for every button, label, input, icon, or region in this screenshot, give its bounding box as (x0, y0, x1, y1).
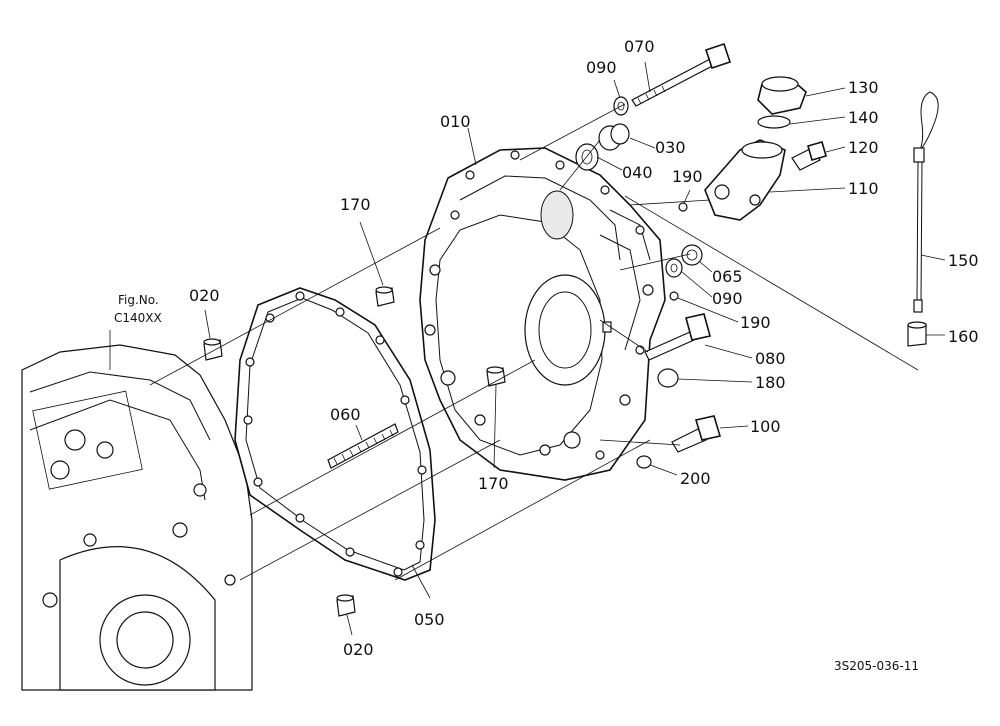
label-065: 065 (712, 267, 743, 286)
plug-030 (598, 123, 630, 151)
o-ring-140 (757, 115, 791, 129)
label-040: 040 (622, 163, 653, 182)
dowel-pin-020-upper (203, 338, 223, 361)
bolt-100 (671, 415, 722, 453)
label-170-left: 170 (340, 195, 371, 214)
filler-elbow-110 (704, 139, 786, 221)
label-190-lower: 190 (740, 313, 771, 332)
label-190-upper: 190 (672, 167, 703, 186)
drawing-code: 3S205-036-11 (834, 659, 919, 673)
bolt-200 (636, 455, 652, 469)
assembly-lines (149, 103, 919, 581)
label-090-upper: 090 (586, 58, 617, 77)
label-140: 140 (848, 108, 879, 127)
oil-cap-130 (757, 76, 807, 115)
label-020-upper: 020 (189, 286, 220, 305)
label-010: 010 (440, 112, 471, 131)
label-170-center: 170 (478, 474, 509, 493)
leader-lines (109, 61, 946, 636)
label-090-lower: 090 (712, 289, 743, 308)
dipstick-tube-160 (907, 321, 927, 347)
part-labels: 010 020 020 030 040 050 060 065 070 080 … (114, 37, 979, 673)
plug-120 (791, 141, 827, 171)
housing-010 (419, 147, 666, 481)
label-060: 060 (330, 405, 361, 424)
washer-090-lower (665, 258, 683, 278)
plug-180 (657, 368, 679, 388)
label-070: 070 (624, 37, 655, 56)
label-080: 080 (755, 349, 786, 368)
dipstick-150 (913, 91, 939, 313)
label-050: 050 (414, 610, 445, 629)
fig-ref-line1: Fig.No. (118, 293, 159, 307)
stud-060 (327, 423, 399, 469)
dowel-pin-020-lower (336, 594, 356, 617)
bolt-070 (631, 42, 732, 107)
bolt-190-lower (669, 291, 679, 301)
gasket-050 (234, 287, 436, 581)
label-200: 200 (680, 469, 711, 488)
bolt-190-upper (678, 202, 688, 212)
transmission-case (21, 344, 253, 691)
label-100: 100 (750, 417, 781, 436)
label-160: 160 (948, 327, 979, 346)
pin-170-left (375, 286, 395, 307)
bolt-080 (644, 313, 711, 361)
label-150: 150 (948, 251, 979, 270)
pin-170-center (486, 366, 506, 387)
label-120: 120 (848, 138, 879, 157)
label-110: 110 (848, 179, 879, 198)
fig-ref-line2: C140XX (114, 311, 162, 325)
label-180: 180 (755, 373, 786, 392)
label-020-lower: 020 (343, 640, 374, 659)
label-130: 130 (848, 78, 879, 97)
label-030: 030 (655, 138, 686, 157)
